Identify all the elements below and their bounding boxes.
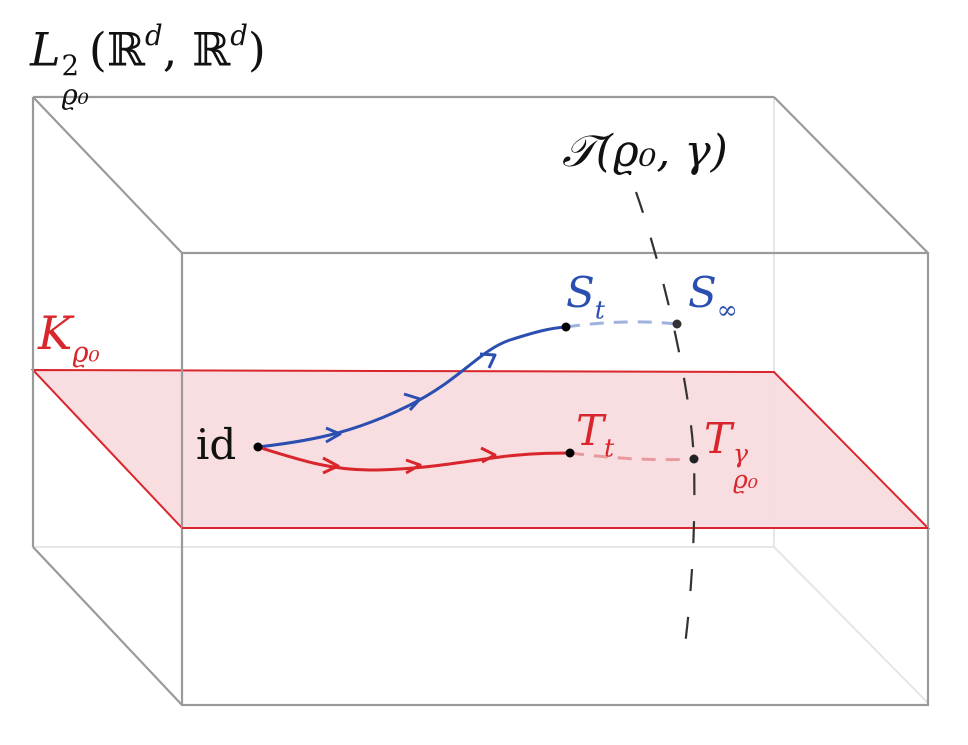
- t-opt-sup: γ: [733, 438, 749, 468]
- manifold-symbol: 𝒯: [562, 126, 596, 177]
- point-t-opt: [689, 454, 699, 464]
- s-inf-label: S∞: [688, 272, 738, 323]
- point-s-inf: [672, 319, 682, 329]
- space-arg-1-sup: d: [145, 19, 163, 52]
- plane-symbol: K: [38, 306, 73, 360]
- space-arg-2: , ℝ: [162, 22, 231, 77]
- s-t-sub: t: [594, 295, 605, 325]
- box-visible-edges: [31, 95, 930, 707]
- plane-label: Kϱ₀: [38, 310, 100, 366]
- red-dashed-extension: [569, 451, 695, 462]
- s-t-label: St: [566, 272, 605, 323]
- space-close: ): [247, 22, 266, 77]
- manifold-args: (ϱ₀, γ): [595, 126, 728, 177]
- identity-label: id: [196, 420, 237, 469]
- space-arg-1: (ℝ: [88, 22, 146, 77]
- red-arrow-1: [322, 456, 340, 475]
- t-t-symbol: T: [576, 406, 605, 455]
- point-s-t: [561, 322, 571, 332]
- point-identity: [253, 442, 263, 452]
- t-t-label: Tt: [576, 410, 614, 461]
- manifold-label: 𝒯(ϱ₀, γ): [562, 130, 728, 174]
- blue-path: [257, 325, 567, 449]
- t-opt-sub: ϱ₀: [733, 465, 758, 495]
- red-arrow-2: [405, 458, 422, 475]
- blue-arrow-3: [479, 352, 497, 369]
- space-arg-2-sup: d: [230, 19, 248, 52]
- plane-k: [30, 368, 931, 529]
- blue-arrow-2: [403, 392, 422, 412]
- t-opt-symbol: T: [704, 414, 733, 463]
- s-inf-symbol: S: [688, 268, 717, 317]
- blue-arrow-1: [325, 426, 342, 444]
- space-sub: ϱ₀: [61, 78, 89, 112]
- s-inf-sub: ∞: [716, 295, 738, 325]
- space-symbol: L: [30, 22, 61, 77]
- t-t-sub: t: [604, 433, 615, 463]
- blue-dashed-extension: [565, 320, 678, 329]
- point-t-t: [565, 448, 575, 458]
- space-sup: 2: [61, 49, 80, 83]
- plane-sub: ϱ₀: [72, 335, 100, 369]
- s-t-symbol: S: [566, 268, 595, 317]
- red-arrow-3: [480, 446, 497, 464]
- red-path: [257, 445, 571, 472]
